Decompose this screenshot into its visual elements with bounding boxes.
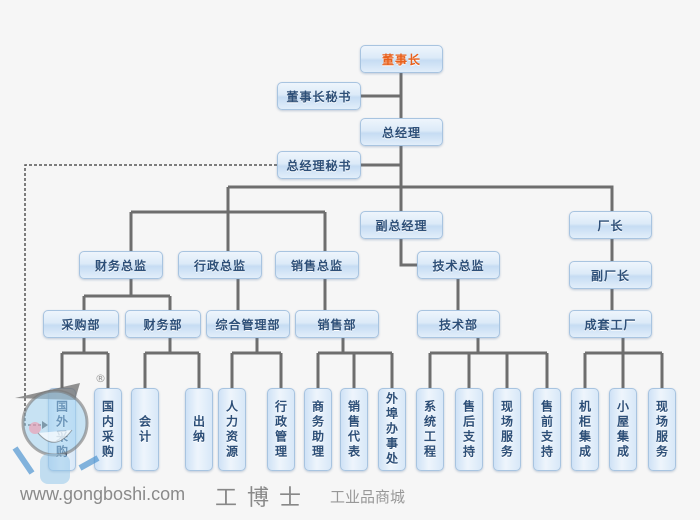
org-node-chairman[interactable]: 董事长 [360, 45, 443, 73]
org-node-finance-director[interactable]: 财务总监 [79, 251, 163, 279]
org-node-factory-director[interactable]: 厂长 [569, 211, 652, 239]
org-node-sales-director[interactable]: 销售总监 [275, 251, 359, 279]
org-node-gm-secretary[interactable]: 总经理秘书 [277, 151, 361, 179]
org-leaf-node[interactable]: 商务助理 [304, 388, 332, 471]
org-node-general-manager[interactable]: 总经理 [360, 118, 443, 146]
org-leaf-node[interactable]: 出纳 [185, 388, 213, 471]
registered-mark: ® [95, 372, 106, 385]
org-node-purchasing-dept[interactable]: 采购部 [43, 310, 119, 338]
org-node-tech-director[interactable]: 技术总监 [417, 251, 500, 279]
org-node-general-admin-dept[interactable]: 综合管理部 [206, 310, 290, 338]
org-leaf-node[interactable]: 人力资源 [218, 388, 246, 471]
org-leaf-node[interactable]: 售前支持 [533, 388, 561, 471]
org-node-admin-director[interactable]: 行政总监 [178, 251, 262, 279]
org-leaf-node[interactable]: 外埠办事处 [378, 388, 406, 471]
org-leaf-node[interactable]: 行政管理 [267, 388, 295, 471]
org-leaf-node[interactable]: 现场服务 [493, 388, 521, 471]
org-node-deputy-gm[interactable]: 副总经理 [360, 211, 443, 239]
org-leaf-node[interactable]: 系统工程 [416, 388, 444, 471]
org-leaf-node[interactable]: 机柜集成 [571, 388, 599, 471]
watermark-subtitle: 工业品商城 [330, 488, 406, 506]
watermark-brand: 工博士 [215, 486, 312, 511]
org-leaf-node[interactable]: 售后支持 [455, 388, 483, 471]
org-leaf-node[interactable]: 现场服务 [648, 388, 676, 471]
org-leaf-node[interactable]: 会计 [131, 388, 159, 471]
org-node-tech-dept[interactable]: 技术部 [417, 310, 500, 338]
org-node-chairman-secretary[interactable]: 董事长秘书 [277, 82, 361, 110]
org-leaf-node[interactable]: 国内采购 [94, 388, 122, 471]
org-node-sales-dept[interactable]: 销售部 [295, 310, 379, 338]
org-leaf-node[interactable]: 小屋集成 [609, 388, 637, 471]
org-node-finance-dept[interactable]: 财务部 [125, 310, 201, 338]
org-leaf-node[interactable]: 销售代表 [340, 388, 368, 471]
mascot-logo-icon [12, 383, 100, 484]
org-node-deputy-factory-director[interactable]: 副厂长 [569, 261, 652, 289]
org-node-complete-plant[interactable]: 成套工厂 [569, 310, 652, 338]
watermark-url: www.gongboshi.com [20, 484, 186, 504]
